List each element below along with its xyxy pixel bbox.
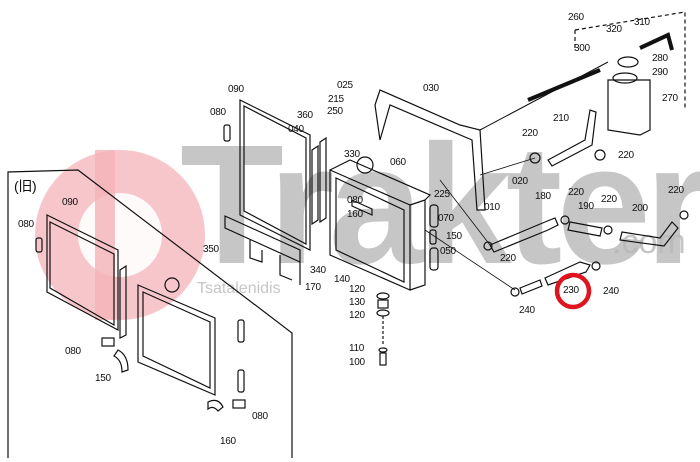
hose-210 xyxy=(547,109,597,167)
part-label: 270 xyxy=(662,93,678,104)
part-label: 180 xyxy=(535,191,551,202)
inset-part-label: 150 xyxy=(95,373,111,384)
part-label: 050 xyxy=(440,246,456,257)
part-label: 210 xyxy=(553,113,569,124)
part-label: 360 xyxy=(297,110,313,121)
part-label: 350 xyxy=(203,244,219,255)
inset-part-label: 080 xyxy=(252,411,268,422)
part-label: 170 xyxy=(305,282,321,293)
part-label: 070 xyxy=(438,213,454,224)
part-label: 250 xyxy=(327,106,343,117)
part-label: 215 xyxy=(328,94,344,105)
hose-200 xyxy=(619,221,679,247)
inset-label: (旧) xyxy=(14,178,37,194)
part-label: 290 xyxy=(652,67,668,78)
hose-230 xyxy=(519,261,591,295)
part-label: 260 xyxy=(568,12,584,23)
part-label: 220 xyxy=(668,185,684,196)
part-label: 220 xyxy=(522,128,538,139)
watermark-domain: .com xyxy=(612,223,686,261)
part-label: 150 xyxy=(446,231,462,242)
hose-190 xyxy=(567,221,603,237)
part-label: 120 xyxy=(349,284,365,295)
part-label: 320 xyxy=(606,24,622,35)
inset-part-label: 080 xyxy=(65,346,81,357)
part-label: 310 xyxy=(634,17,650,28)
part-label: 025 xyxy=(337,80,353,91)
inset-part-label: 160 xyxy=(220,436,236,447)
part-label: 340 xyxy=(310,265,326,276)
part-label: 300 xyxy=(574,43,590,54)
part-label: 080 xyxy=(347,195,363,206)
part-label: 010 xyxy=(484,202,500,213)
part-label: 060 xyxy=(390,157,406,168)
part-label: 160 xyxy=(347,209,363,220)
part-label: 120 xyxy=(349,310,365,321)
part-label: 330 xyxy=(344,149,360,160)
part-label: 240 xyxy=(519,305,535,316)
part-label: 140 xyxy=(334,274,350,285)
part-label: 225 xyxy=(434,189,450,200)
part-label: 190 xyxy=(578,201,594,212)
part-label: 280 xyxy=(652,53,668,64)
inset-part-label: 090 xyxy=(62,197,78,208)
watermark-brand: Trakter xyxy=(180,110,700,300)
part-label: 220 xyxy=(618,150,634,161)
upper-tank-030 xyxy=(374,89,486,211)
part-label: 100 xyxy=(349,357,365,368)
part-label: 030 xyxy=(423,83,439,94)
part-label: 220 xyxy=(601,194,617,205)
part-label: 220 xyxy=(568,187,584,198)
part-label: 130 xyxy=(349,297,365,308)
inset-part-label: 080 xyxy=(18,219,34,230)
part-label: 200 xyxy=(632,203,648,214)
part-label: 040 xyxy=(288,124,304,135)
part-label: 110 xyxy=(349,343,365,354)
watermark-sub: Tsatalenidis xyxy=(197,280,281,297)
part-label: 240 xyxy=(603,286,619,297)
hose-180 xyxy=(489,217,559,253)
screen-090 xyxy=(239,99,311,251)
inset-frame xyxy=(7,169,293,458)
part-label: 090 xyxy=(228,84,244,95)
part-label: 020 xyxy=(512,176,528,187)
part-label: 080 xyxy=(210,107,226,118)
reservoir-270 xyxy=(607,79,651,136)
part-label: 230 xyxy=(563,285,579,296)
part-label: 220 xyxy=(500,253,516,264)
